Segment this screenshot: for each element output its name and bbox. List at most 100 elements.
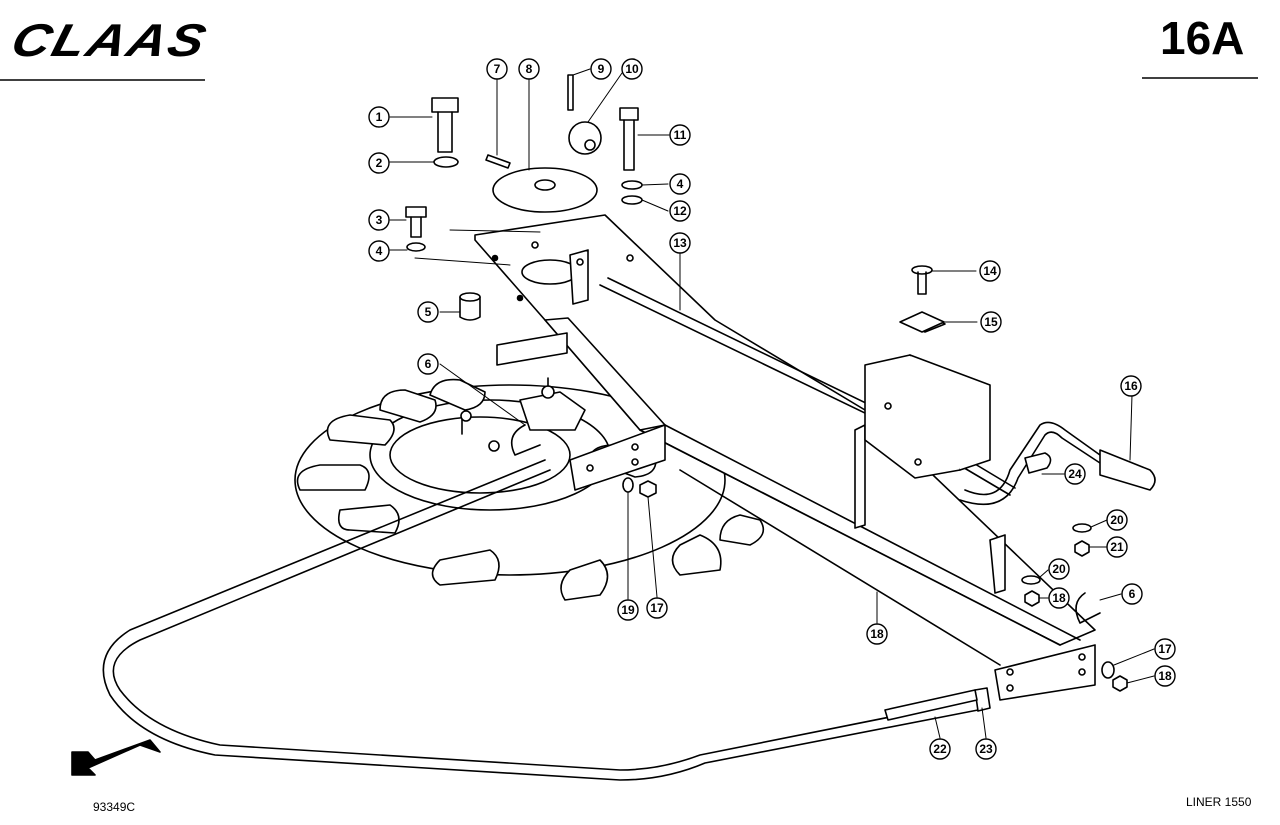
shaft-22	[884, 689, 978, 721]
callout-label: 12	[673, 204, 687, 218]
page-number: 16A	[1160, 12, 1245, 64]
bolt-14	[911, 265, 933, 295]
washer-20	[1072, 523, 1092, 533]
callout-3: 3	[368, 209, 390, 231]
callout-12: 12	[669, 200, 691, 222]
callout-label: 9	[598, 62, 605, 76]
pin-7	[485, 154, 511, 169]
callout-9: 9	[590, 58, 612, 80]
callout-20: 20	[1106, 509, 1128, 531]
claas-logo: CLAAS	[8, 14, 208, 64]
callout-label: 3	[376, 213, 383, 227]
support-bracket	[989, 534, 1006, 594]
callout-20: 20	[1048, 558, 1070, 580]
callout-18: 18	[1154, 665, 1176, 687]
ratchet-disc-8	[492, 167, 598, 213]
nut-18b	[1024, 590, 1040, 607]
rotor-assembly	[294, 377, 765, 601]
lever-handle	[959, 421, 1156, 506]
callout-11: 11	[669, 124, 691, 146]
callout-7: 7	[486, 58, 508, 80]
callout-circle	[368, 240, 390, 262]
callout-24: 24	[1064, 463, 1086, 485]
callout-label: 6	[425, 357, 432, 371]
callout-label: 2	[376, 156, 383, 170]
callout-circle	[646, 597, 668, 619]
model-name: LINER 1550	[1186, 795, 1252, 809]
callout-label: 24	[1068, 467, 1082, 481]
drawing-number: 93349C	[93, 800, 136, 814]
washer-12	[621, 195, 643, 205]
callout-circle	[1048, 587, 1070, 609]
callout-circle	[1120, 375, 1142, 397]
callout-circle	[1106, 509, 1128, 531]
callout-circle	[368, 106, 390, 128]
callout-label: 10	[625, 62, 639, 76]
callout-label: 6	[1129, 587, 1136, 601]
washer-17	[622, 477, 634, 493]
callout-circle	[1048, 558, 1070, 580]
nut-18c	[1112, 675, 1128, 692]
callout-circle	[975, 738, 997, 760]
callout-circle	[929, 738, 951, 760]
sprocket-10	[568, 121, 602, 155]
mounting-plate	[864, 313, 991, 479]
callout-label: 23	[979, 742, 993, 756]
callout-6: 6	[417, 353, 439, 375]
callout-label: 20	[1110, 513, 1124, 527]
callout-circle	[417, 301, 439, 323]
callout-circle	[1106, 536, 1128, 558]
bolt-3	[405, 206, 427, 238]
callout-label: 15	[984, 315, 998, 329]
callout-label: 17	[650, 601, 664, 615]
callout-circle	[669, 200, 691, 222]
callout-17: 17	[646, 597, 668, 619]
callout-label: 14	[983, 264, 997, 278]
callout-circle	[669, 232, 691, 254]
callout-circle	[417, 353, 439, 375]
washer-17b	[1101, 661, 1115, 679]
callout-label: 5	[425, 305, 432, 319]
callout-8: 8	[518, 58, 540, 80]
callout-4: 4	[669, 173, 691, 195]
callout-15: 15	[980, 311, 1002, 333]
nut-21	[1074, 540, 1090, 557]
callout-circle	[1154, 665, 1176, 687]
callout-circle	[669, 173, 691, 195]
callout-circle	[1121, 583, 1143, 605]
washer-2	[433, 156, 459, 168]
callout-label: 19	[621, 603, 635, 617]
callout-21: 21	[1106, 536, 1128, 558]
callout-label: 8	[526, 62, 533, 76]
callout-circle	[621, 58, 643, 80]
callout-18: 18	[866, 623, 888, 645]
callout-label: 18	[1052, 591, 1066, 605]
direction-arrow-icon	[71, 739, 161, 776]
callout-label: 1	[376, 110, 383, 124]
callout-circle	[617, 599, 639, 621]
callout-label: 7	[494, 62, 501, 76]
leader-lines	[389, 68, 1155, 739]
callout-circle	[979, 260, 1001, 282]
washer-4b	[621, 180, 643, 190]
callout-label: 11	[674, 128, 687, 142]
guard-frame	[102, 459, 991, 781]
callout-label: 22	[933, 742, 947, 756]
pin-9	[567, 74, 574, 111]
u-bolt-6b	[1075, 592, 1101, 624]
callout-13: 13	[669, 232, 691, 254]
callout-label: 17	[1158, 642, 1172, 656]
callout-10: 10	[621, 58, 643, 80]
callout-2: 2	[368, 152, 390, 174]
callout-circle	[486, 58, 508, 80]
callout-label: 18	[870, 627, 884, 641]
sleeve-5	[459, 292, 481, 321]
callout-label: 4	[376, 244, 383, 258]
callout-circle	[1064, 463, 1086, 485]
callout-circle	[866, 623, 888, 645]
bolt-11	[619, 107, 639, 171]
callout-label: 13	[673, 236, 687, 250]
plate-15	[899, 311, 945, 333]
